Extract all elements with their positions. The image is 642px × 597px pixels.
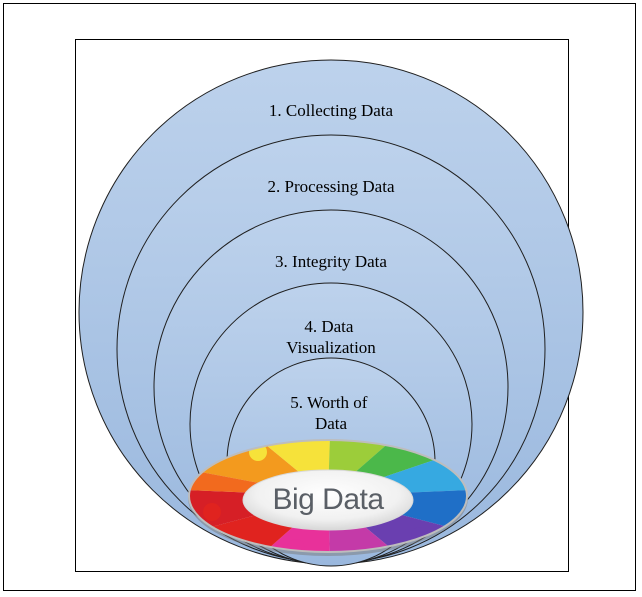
stage-label-1: 1. Collecting Data: [269, 101, 394, 120]
stage-label-4: 4. Data Visualization: [286, 317, 376, 357]
center-plate: [242, 469, 414, 531]
center-label: Big Data: [272, 483, 384, 516]
stage-label-2: 2. Processing Data: [267, 177, 394, 196]
stage-label-3: 3. Integrity Data: [275, 252, 387, 271]
big-data-puzzle-graphic: Big Data: [188, 439, 468, 556]
outer-frame: [3, 3, 636, 591]
stage-label-5: 5. Worth of Data: [290, 393, 371, 433]
